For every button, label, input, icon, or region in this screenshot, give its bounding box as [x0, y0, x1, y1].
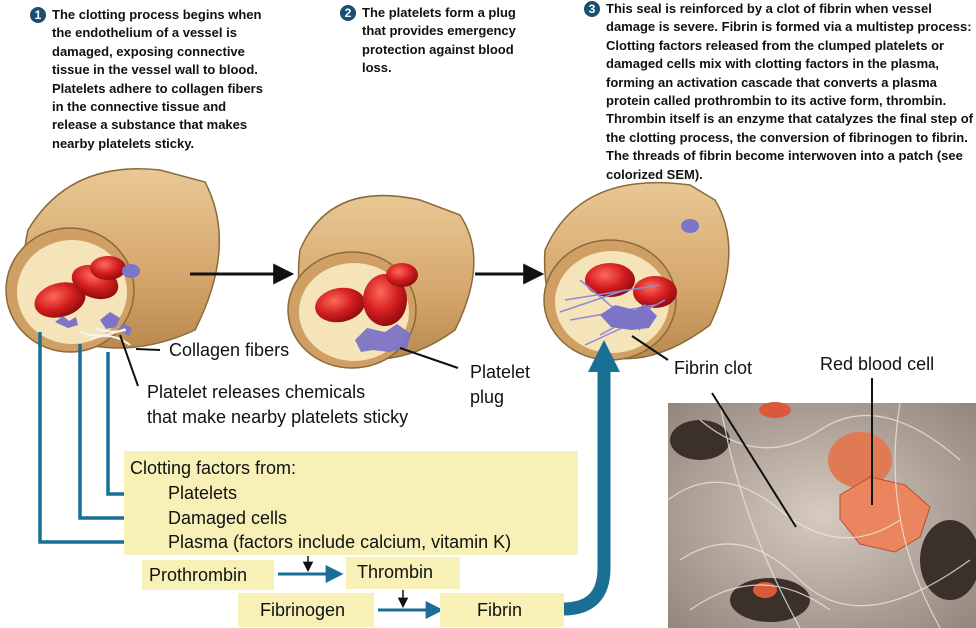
prothrombin-box [142, 560, 274, 590]
step-3-text: This seal is reinforced by a clot of fib… [606, 1, 973, 182]
sem-fibrin-pointer [711, 392, 797, 528]
fibrin-clot-label: Fibrin clot [674, 358, 753, 378]
clotting-source-damaged-cells: Damaged cells [168, 508, 288, 528]
plug-pointer [399, 347, 459, 369]
collagen-pointer [135, 348, 161, 351]
platelet-plug-label-line2: plug [470, 387, 505, 407]
fibrin-box [440, 593, 564, 627]
vessel-2-platelet-plug [287, 194, 475, 369]
clotting-factors-box [124, 451, 578, 555]
clotting-source-plasma: Plasma (factors include calcium, vitamin… [168, 532, 512, 552]
step-2-number-badge: 2 [340, 5, 356, 21]
clotting-factors-header: Clotting factors from: [130, 458, 297, 478]
platelet-release-label-line1: Platelet releases chemicals [147, 382, 366, 402]
vessel-1-damaged [5, 168, 221, 353]
step-2-text: The platelets form a plug that provides … [362, 5, 516, 76]
fibrin-label: Fibrin [477, 600, 523, 620]
platelet-plug-label-line1: Platelet [470, 362, 531, 382]
thrombin-label: Thrombin [357, 562, 434, 582]
prothrombin-label: Prothrombin [149, 565, 248, 585]
step-1-text: The clotting process begins when the end… [52, 7, 263, 151]
red-blood-cell-label: Red blood cell [820, 354, 935, 374]
platelet-release-label-line2: that make nearby platelets sticky [147, 407, 409, 427]
platelet-release-pointer [119, 334, 139, 387]
fibrinogen-box [238, 593, 374, 627]
thrombin-box [346, 557, 460, 589]
step-3-number-badge: 3 [584, 1, 600, 17]
fibrin-to-clot-arrow [562, 370, 611, 616]
clotting-source-platelets: Platelets [168, 483, 238, 503]
collagen-fibers-label: Collagen fibers [169, 340, 290, 360]
sem-photo [667, 402, 976, 628]
step-1-number-badge: 1 [30, 7, 46, 23]
fibrin-clot-pointer [631, 335, 669, 361]
vessel-3-fibrin-clot [543, 181, 730, 361]
fibrinogen-label: Fibrinogen [260, 600, 346, 620]
